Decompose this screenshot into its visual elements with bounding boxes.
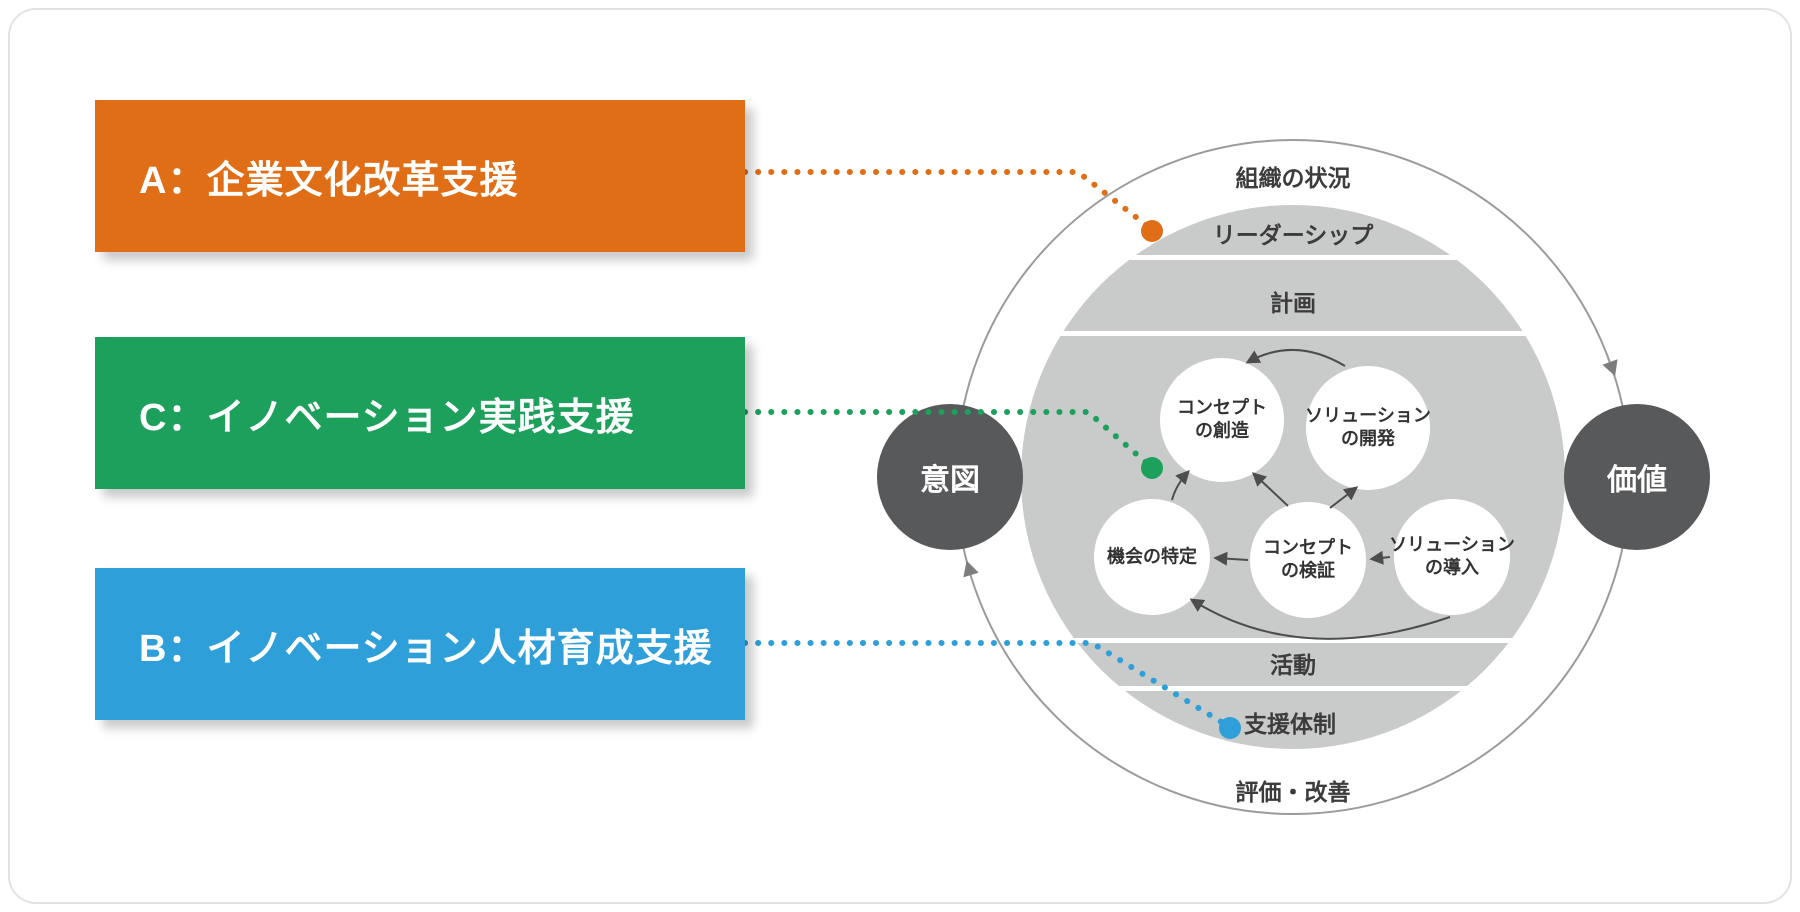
circle-concept-creation (1160, 358, 1284, 482)
legend-box-a: A：企業文化改革支援 (95, 100, 745, 252)
connector-a-dot (1141, 220, 1163, 242)
process-concept-creation-label: コンセプト の創造 (1177, 397, 1267, 441)
band-leadership-label: リーダーシップ (1212, 222, 1374, 248)
band-plan-label: 計画 (1270, 290, 1316, 316)
circle-opportunity-identification (1094, 499, 1210, 615)
intent-node-circle (877, 404, 1023, 550)
dotted-connectors (742, 169, 1231, 729)
process-solution-development-label: ソリューション の開発 (1305, 405, 1431, 449)
connector-c (742, 409, 1153, 469)
legend-box-c-label: C：イノベーション実践支援 (139, 396, 635, 439)
connector-a (742, 169, 1153, 231)
process-circles (1094, 358, 1510, 618)
process-concept-validation-label: コンセプト の検証 (1263, 537, 1353, 581)
circle-concept-validation (1250, 502, 1366, 618)
legend-box-b-label: B：イノベーション人材育成支援 (139, 627, 713, 670)
process-opportunity-identification-label: 機会の特定 (1107, 546, 1197, 567)
value-node-label: 価値 (1607, 464, 1667, 497)
connector-b-dot (1219, 717, 1241, 739)
value-node-circle (1564, 404, 1710, 550)
band-support-label: 支援体制 (1244, 711, 1336, 737)
outer-top-label: 組織の状況 (1235, 165, 1351, 191)
outer-bottom-label: 評価・改善 (1235, 779, 1351, 805)
process-arrows (1171, 348, 1451, 640)
circle-solution-development (1306, 366, 1430, 490)
legend-box-c: C：イノベーション実践支援 (95, 337, 745, 489)
connector-b (742, 640, 1231, 729)
circle-solution-deployment (1394, 499, 1510, 615)
legend-box-b: B：イノベーション人材育成支援 (95, 568, 745, 720)
outer-arrowhead-right-icon (1602, 359, 1618, 377)
intent-node-label: 意図 (920, 464, 980, 497)
legend-box-a-label: A：企業文化改革支援 (139, 159, 519, 202)
band-activity-label: 活動 (1270, 652, 1316, 678)
band-separators (1021, 255, 1565, 691)
connector-c-dot (1141, 457, 1163, 479)
outer-arrowhead-left-icon (963, 560, 979, 578)
process-solution-deployment-label: ソリューション の導入 (1389, 534, 1515, 578)
